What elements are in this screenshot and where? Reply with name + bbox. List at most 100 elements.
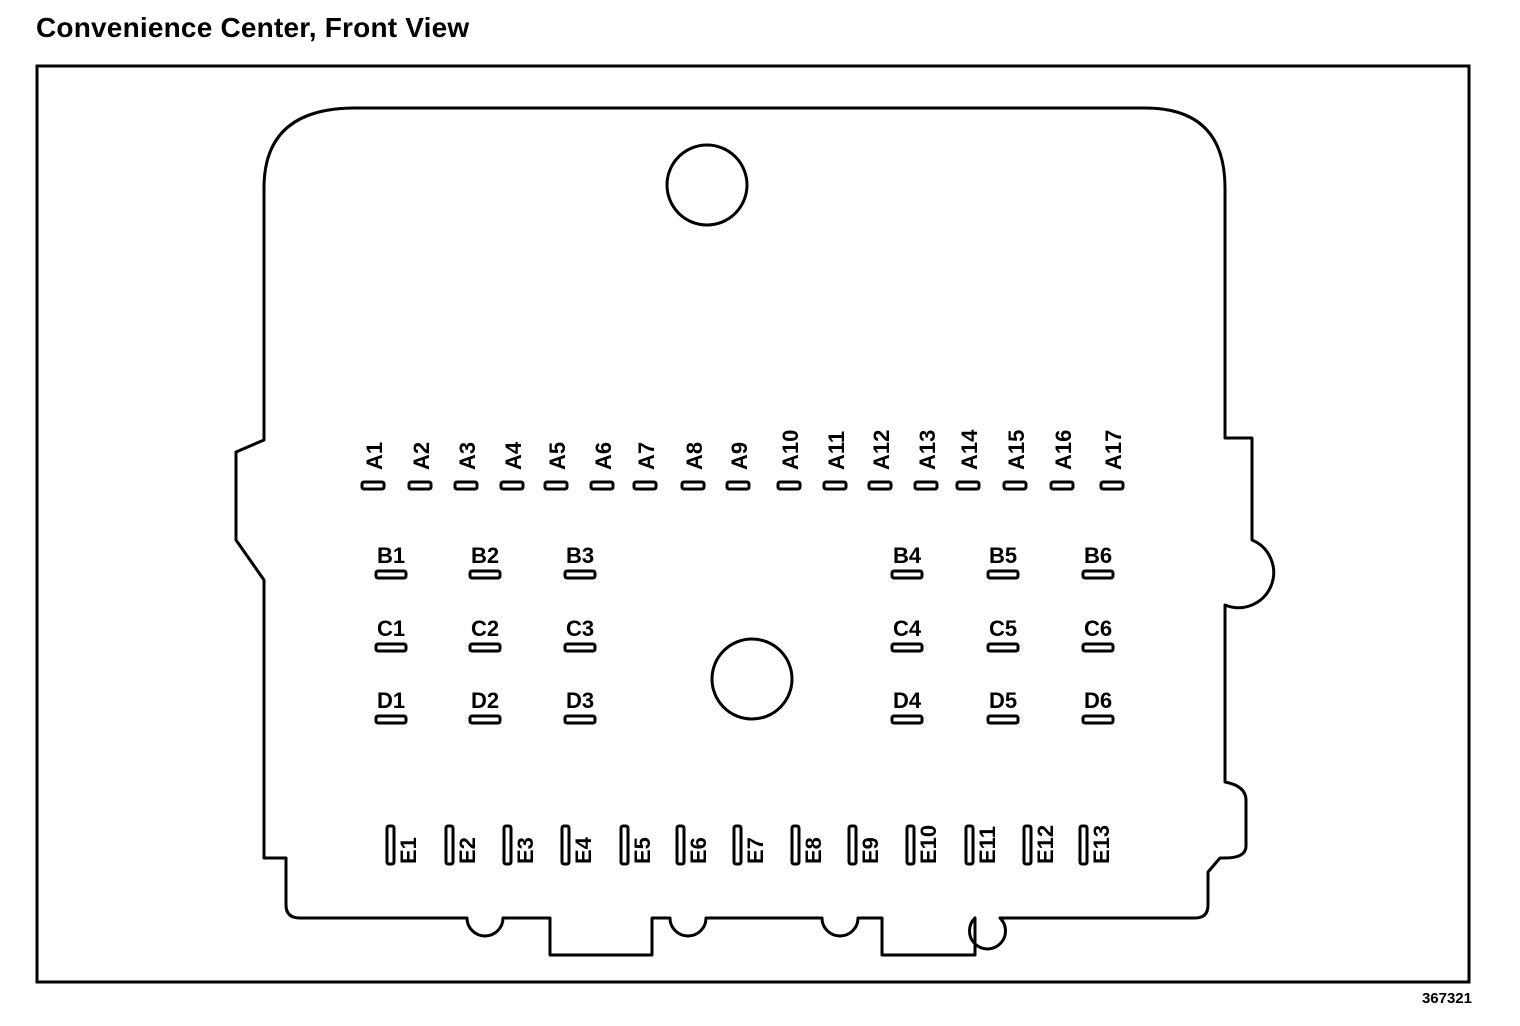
pin-c5	[986, 642, 1020, 653]
pin-label-e12: E12	[1033, 825, 1058, 864]
pin-label-a16: A16	[1051, 430, 1076, 470]
pin-a5	[543, 480, 569, 491]
pin-label-a3: A3	[455, 442, 480, 470]
pin-e1	[385, 824, 396, 866]
pin-a4	[499, 480, 525, 491]
pin-label-a9: A9	[727, 442, 752, 470]
pin-label-a6: A6	[591, 442, 616, 470]
pin-a9	[725, 480, 751, 491]
pin-label-c3: C3	[566, 616, 594, 641]
pin-label-d5: D5	[989, 688, 1017, 713]
top-mounting-hole	[665, 143, 749, 227]
pin-a11	[822, 480, 848, 491]
pin-a6	[589, 480, 615, 491]
pin-e12	[1022, 824, 1033, 866]
pin-row-e: E1 E2 E3 E4 E5 E6 E7 E8 E9 E10 E11 E12 E13	[385, 824, 1114, 866]
pin-label-a13: A13	[915, 430, 940, 470]
pin-a12	[867, 480, 893, 491]
pin-label-b3: B3	[566, 543, 594, 568]
pin-b2	[468, 569, 502, 580]
pin-label-a4: A4	[501, 441, 526, 470]
pin-a8	[680, 480, 706, 491]
pin-a13	[913, 480, 939, 491]
pin-d2	[468, 714, 502, 725]
pin-label-b1: B1	[377, 543, 405, 568]
pin-label-d4: D4	[893, 688, 922, 713]
pin-d5	[986, 714, 1020, 725]
pin-label-c4: C4	[893, 616, 922, 641]
pin-label-e2: E2	[455, 837, 480, 864]
pin-a10	[776, 480, 802, 491]
center-mounting-hole	[710, 637, 794, 721]
convenience-center-outline	[234, 106, 1276, 957]
pin-label-a1: A1	[362, 442, 387, 470]
pin-c4	[890, 642, 924, 653]
pin-d3	[563, 714, 597, 725]
pin-label-d6: D6	[1084, 688, 1112, 713]
pin-e5	[619, 824, 630, 866]
pin-label-e10: E10	[916, 825, 941, 864]
pin-label-e8: E8	[801, 837, 826, 864]
pin-label-c5: C5	[989, 616, 1017, 641]
pin-label-b5: B5	[989, 543, 1017, 568]
pin-a16	[1049, 480, 1075, 491]
pin-c1	[374, 642, 408, 653]
pin-label-a14: A14	[957, 429, 982, 470]
pin-e7	[732, 824, 743, 866]
pin-label-b2: B2	[471, 543, 499, 568]
pin-label-b6: B6	[1084, 543, 1112, 568]
pin-c2	[468, 642, 502, 653]
pin-label-c2: C2	[471, 616, 499, 641]
pin-a15	[1002, 480, 1028, 491]
pin-label-a10: A10	[778, 430, 803, 470]
pin-a14	[955, 480, 981, 491]
pin-label-e3: E3	[513, 837, 538, 864]
pin-label-a5: A5	[545, 442, 570, 470]
pin-b1	[374, 569, 408, 580]
pin-row-b: B1 B2 B3 B4 B5 B6	[374, 543, 1115, 580]
pin-label-d2: D2	[471, 688, 499, 713]
pin-e8	[790, 824, 801, 866]
pin-label-a15: A15	[1004, 430, 1029, 470]
pin-e4	[560, 824, 571, 866]
diagram-title: Convenience Center, Front View	[36, 12, 470, 43]
pin-e10	[905, 824, 916, 866]
pin-label-e13: E13	[1089, 825, 1114, 864]
pin-label-d3: D3	[566, 688, 594, 713]
pin-e9	[847, 824, 858, 866]
pin-c3	[563, 642, 597, 653]
pin-d1	[374, 714, 408, 725]
pin-label-a11: A11	[824, 431, 849, 470]
pin-b4	[890, 569, 924, 580]
pin-label-e9: E9	[858, 837, 883, 864]
pin-b5	[986, 569, 1020, 580]
figure-frame	[35, 64, 1471, 984]
pin-e11	[964, 824, 975, 866]
pin-e3	[502, 824, 513, 866]
pin-label-a8: A8	[682, 442, 707, 470]
pin-row-d: D1 D2 D3 D4 D5 D6	[374, 688, 1115, 725]
pin-a3	[453, 480, 479, 491]
pin-label-e1: E1	[396, 837, 421, 864]
pin-a17	[1099, 480, 1125, 491]
pin-label-e11: E11	[975, 826, 1000, 864]
pin-d4	[890, 714, 924, 725]
pin-label-d1: D1	[377, 688, 405, 713]
pin-label-e6: E6	[686, 837, 711, 864]
pin-label-b4: B4	[893, 543, 922, 568]
pin-b6	[1081, 569, 1115, 580]
pin-label-e4: E4	[571, 836, 596, 864]
pin-a1	[360, 480, 386, 491]
pin-label-a12: A12	[869, 430, 894, 470]
pin-e2	[444, 824, 455, 866]
pin-label-e5: E5	[630, 837, 655, 864]
pin-label-a17: A17	[1101, 430, 1126, 470]
pin-a7	[632, 480, 658, 491]
pin-e13	[1078, 824, 1089, 866]
pin-label-e7: E7	[743, 837, 768, 864]
pin-label-c6: C6	[1084, 616, 1112, 641]
pin-b3	[563, 569, 597, 580]
